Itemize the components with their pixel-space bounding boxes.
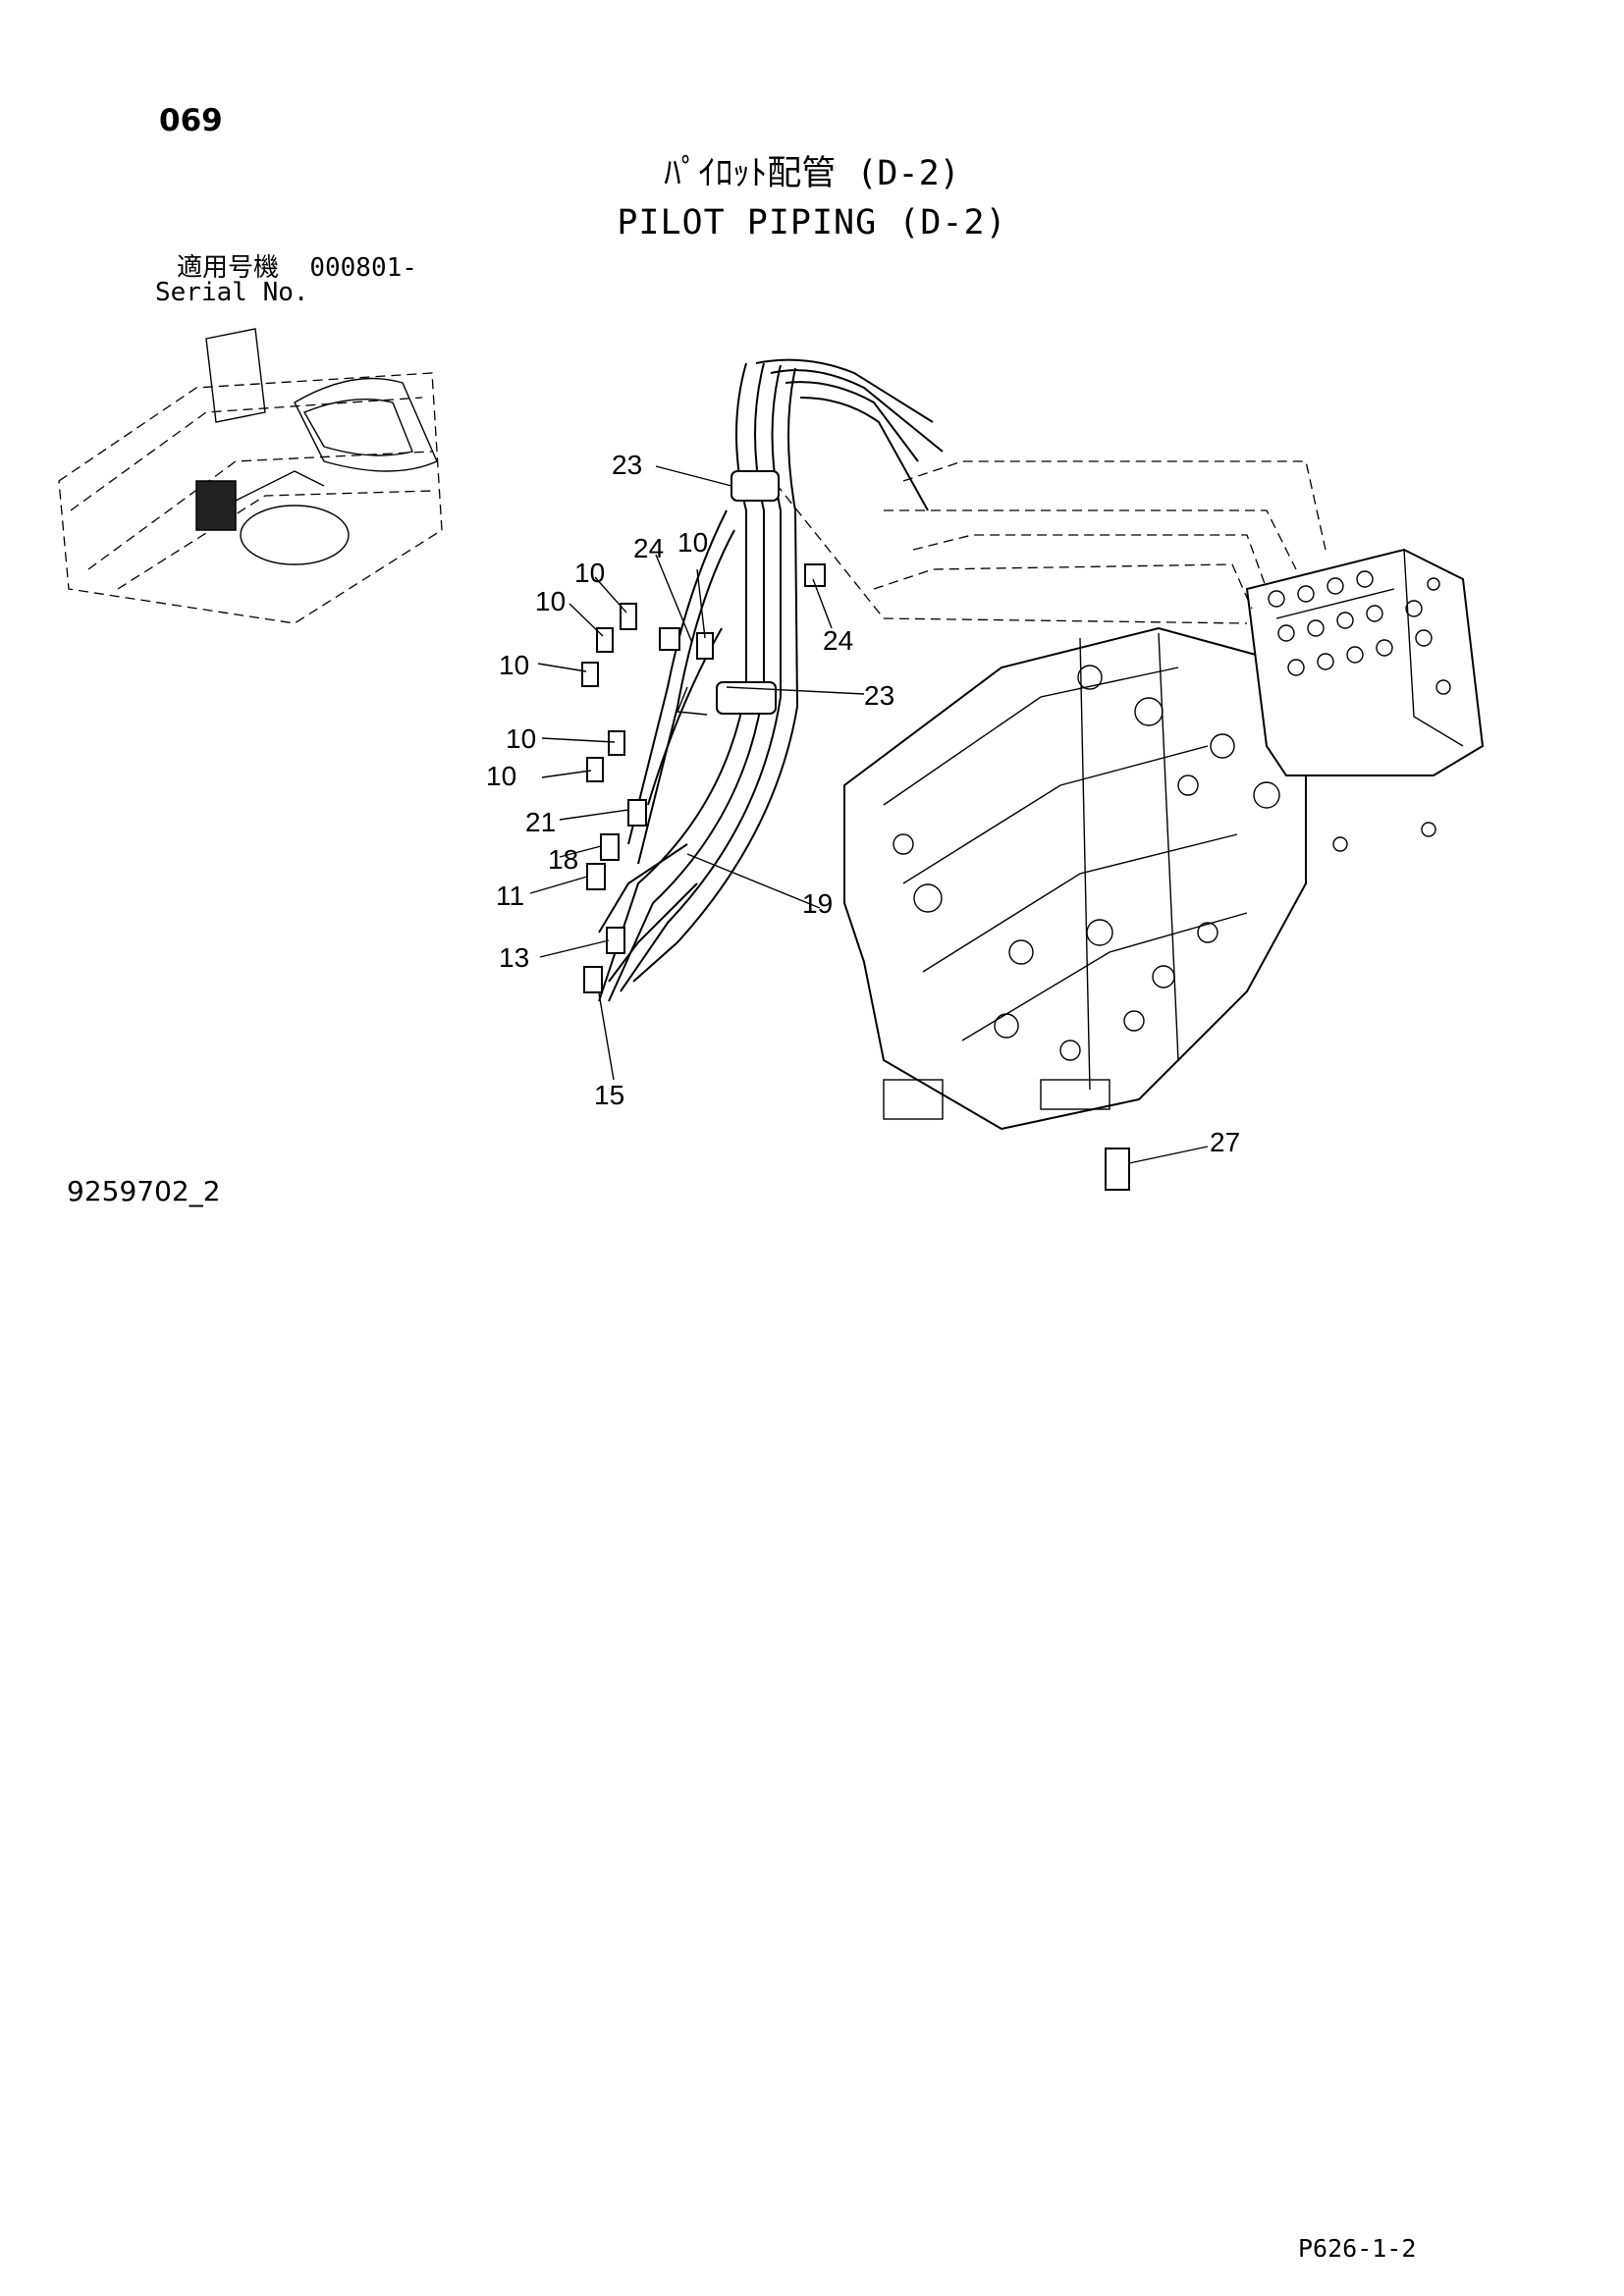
callout-10: 10	[486, 761, 516, 791]
callout-23: 23	[864, 680, 894, 711]
callout-27: 27	[1210, 1127, 1240, 1157]
callout-11: 11	[496, 881, 524, 911]
serial-label-japanese: 適用号機	[177, 253, 280, 283]
callout-15: 15	[594, 1080, 624, 1110]
serial-applicability: 適用号機 000801-	[177, 255, 417, 281]
page-number: 069	[159, 103, 223, 138]
serial-label: Serial No.	[155, 278, 309, 307]
callout-10: 10	[574, 558, 605, 588]
page-title-japanese: ﾊﾟｲﾛｯﾄ配管 (D-2)	[664, 154, 960, 193]
control-valve	[843, 626, 1307, 1131]
leader-lines	[529, 465, 1209, 1164]
callout-19: 19	[802, 888, 833, 919]
callout-10: 10	[677, 527, 708, 558]
drawing-number: 9259702_2	[67, 1175, 221, 1207]
callout-21: 21	[525, 807, 556, 837]
callout-23: 23	[612, 450, 642, 480]
callout-10: 10	[535, 586, 566, 616]
callout-24: 24	[633, 533, 664, 563]
callout-10: 10	[499, 650, 529, 680]
callout-13: 13	[499, 942, 529, 973]
callout-10: 10	[506, 723, 536, 754]
fittings	[581, 563, 1130, 1191]
machine-locator-view	[58, 328, 443, 624]
pilot-block	[1245, 548, 1485, 852]
serial-range: 000801-	[309, 253, 417, 283]
page-title: PILOT PIPING (D-2)	[617, 203, 1007, 242]
callout-24: 24	[823, 625, 853, 656]
hidden-pipe-routes	[765, 460, 1326, 624]
callout-18: 18	[548, 844, 578, 875]
sheet-reference: P626-1-2	[1298, 2234, 1417, 2263]
pilot-hose-bundle	[598, 358, 944, 1002]
